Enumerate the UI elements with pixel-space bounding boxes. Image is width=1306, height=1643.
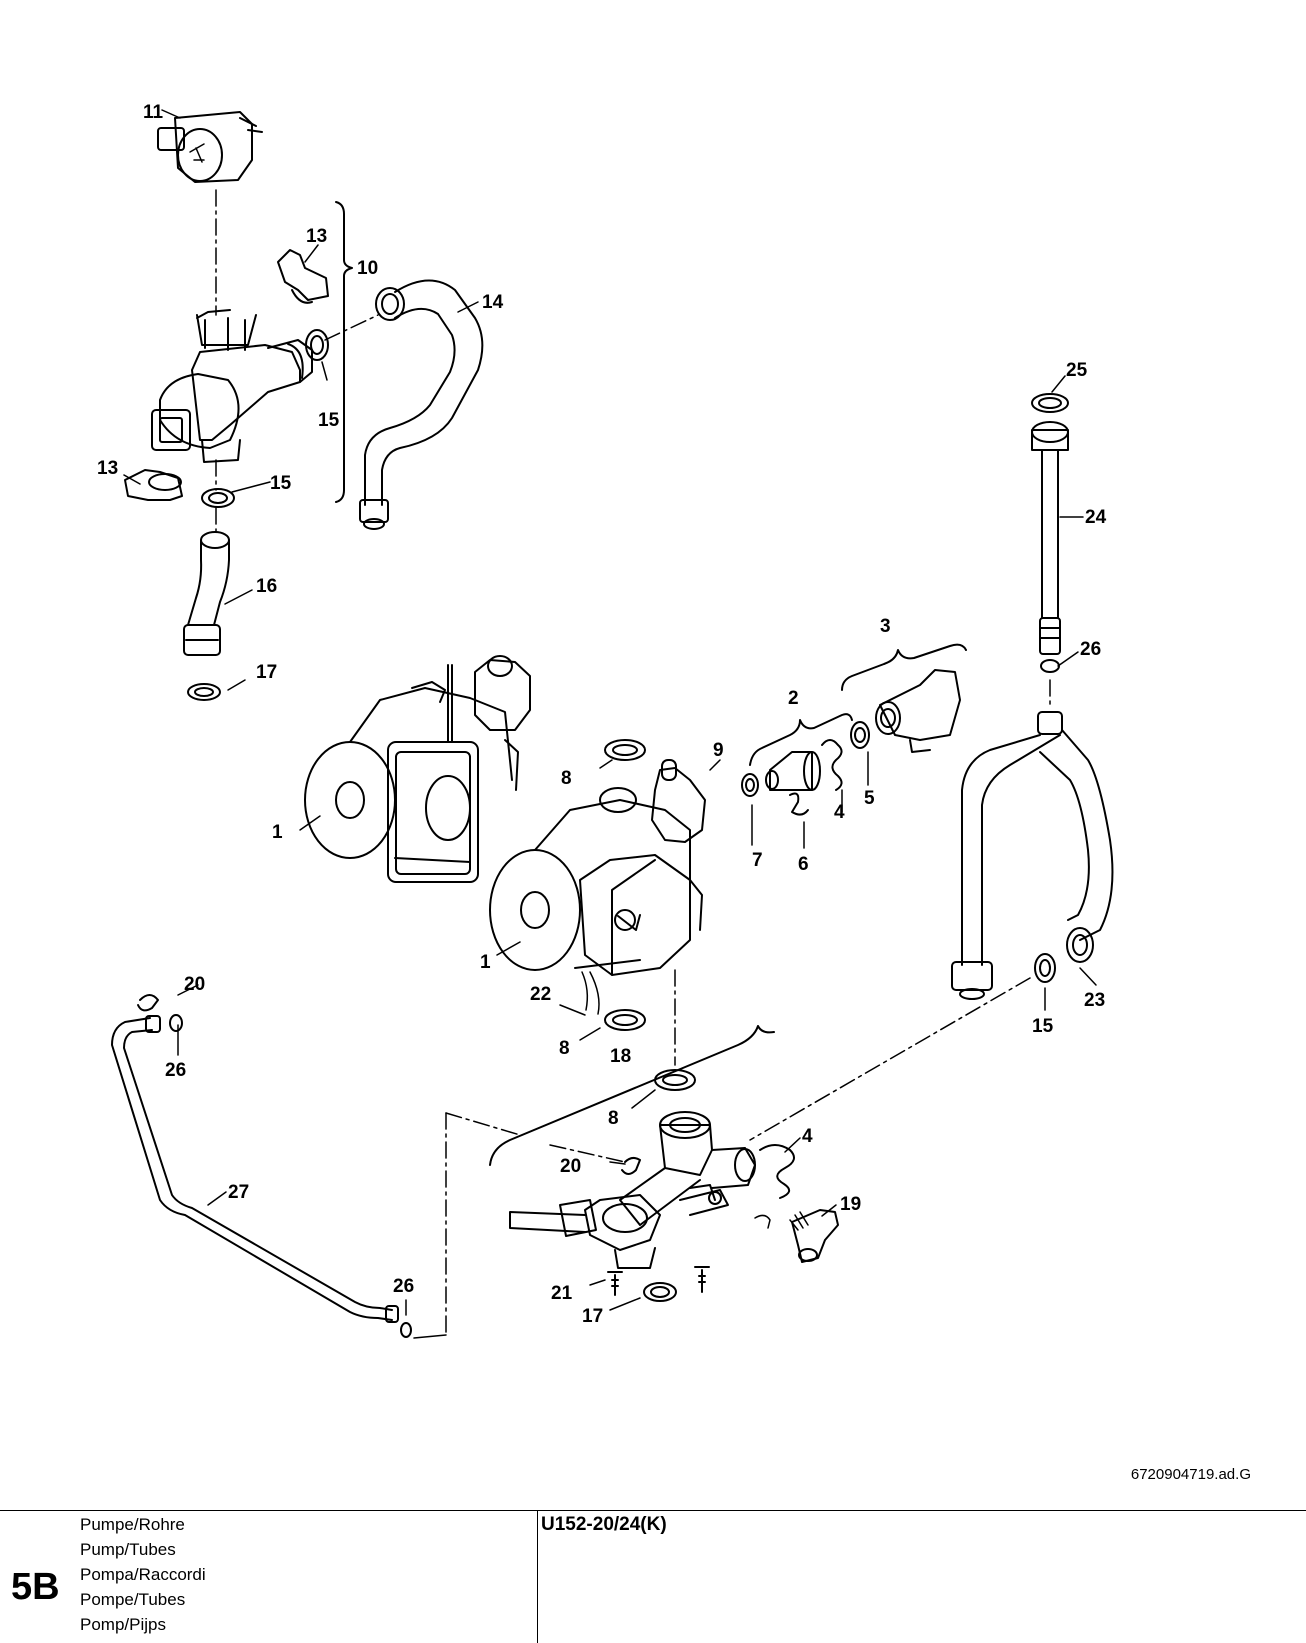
callout-25: 25 [1066, 360, 1088, 381]
part-2-valve-insert [765, 751, 821, 791]
part-26-seal-left [169, 1014, 183, 1032]
callout-11: 11 [143, 102, 164, 123]
callout-4-lower: 4 [802, 1126, 813, 1147]
part-15-seal-middle [201, 488, 235, 508]
part-3-elbow [875, 669, 961, 753]
part-1-pump-rear [304, 655, 531, 883]
callout-8-middle: 8 [559, 1038, 570, 1059]
callout-15-middle: 15 [270, 473, 292, 494]
callout-4-upper: 4 [834, 802, 845, 823]
part-19-elbow [789, 1209, 839, 1263]
callout-19: 19 [840, 1194, 861, 1215]
callout-2: 2 [788, 688, 799, 709]
bracket-2 [749, 713, 853, 766]
title-en: Pump/Tubes [80, 1540, 176, 1559]
callout-13-upper: 13 [306, 226, 327, 247]
part-24-tube [1031, 421, 1069, 655]
part-27-tube [111, 1015, 399, 1323]
title-fr: Pompe/Tubes [80, 1590, 186, 1609]
callout-8-upper: 8 [561, 768, 572, 789]
part-6-clip [789, 792, 809, 816]
part-7-seal [741, 773, 759, 797]
callout-3: 3 [880, 616, 891, 637]
part-1-pump-front [489, 759, 706, 1015]
callout-26-left: 26 [165, 1060, 186, 1081]
section-code: 5B [11, 1566, 60, 1608]
model-name: U152-20/24(K) [541, 1514, 667, 1535]
callout-18: 18 [610, 1046, 631, 1067]
callout-labels: 11 13 10 14 15 13 15 16 17 25 24 26 3 2 … [97, 102, 1107, 1327]
callout-26-bottom: 26 [393, 1276, 414, 1297]
callout-17-upper: 17 [256, 662, 277, 683]
drawing-number: 6720904719.ad.G [1130, 1466, 1251, 1483]
part-15-seal-right [1034, 953, 1056, 983]
part-4-clip-lower [759, 1144, 795, 1199]
callout-10: 10 [357, 258, 378, 279]
callout-27: 27 [228, 1182, 249, 1203]
callout-22: 22 [530, 984, 551, 1005]
part-8-seal-upper [604, 739, 646, 761]
callout-20-upper: 20 [184, 974, 205, 995]
title-it: Pompa/Raccordi [80, 1565, 206, 1584]
title-list: Pumpe/Rohre Pump/Tubes Pompa/Raccordi Po… [80, 1512, 206, 1637]
callout-21: 21 [551, 1283, 573, 1304]
bracket-3 [841, 643, 967, 691]
part-8-seal-middle [604, 1009, 646, 1031]
part-26-seal-bottom [400, 1322, 412, 1338]
callout-1-rear: 1 [272, 822, 283, 843]
callout-6: 6 [798, 854, 809, 875]
footer-rule [0, 1510, 1306, 1511]
part-20-clip-lower [621, 1156, 641, 1175]
callout-17-lower: 17 [582, 1306, 603, 1327]
callout-20-lower: 20 [560, 1156, 581, 1177]
callout-8-lower: 8 [608, 1108, 619, 1129]
callout-24: 24 [1085, 507, 1107, 528]
callout-16: 16 [256, 576, 277, 597]
callout-23: 23 [1084, 990, 1105, 1011]
part-25-seal [1031, 393, 1069, 413]
callout-9: 9 [713, 740, 724, 761]
part-20-clip-upper [137, 994, 159, 1012]
part-8-seal-lower [654, 1069, 696, 1091]
callout-26-right: 26 [1080, 639, 1101, 660]
callout-14: 14 [482, 292, 504, 313]
leader-lines [123, 109, 1097, 1316]
part-17-seal-upper [187, 683, 221, 701]
title-nl: Pomp/Pijps [80, 1615, 166, 1634]
callout-1-front: 1 [480, 952, 491, 973]
bracket-10 [335, 201, 353, 503]
callout-15-upper: 15 [318, 410, 340, 431]
footer-divider [537, 1510, 538, 1643]
exploded-parts-diagram: 11 13 10 14 15 13 15 16 17 25 24 26 3 2 … [97, 102, 1114, 1339]
callout-15-right: 15 [1032, 1016, 1054, 1037]
part-15-seal-upper [305, 329, 329, 361]
part-5-seal [850, 721, 870, 749]
title-de: Pumpe/Rohre [80, 1515, 185, 1534]
part-26-seal-right [1040, 659, 1060, 673]
part-21-screws [607, 1266, 710, 1296]
part-14-pipe [359, 279, 484, 530]
callout-5: 5 [864, 788, 875, 809]
part-13-upper-clip [277, 249, 329, 304]
callout-7: 7 [752, 850, 763, 871]
part-17-seal-lower [643, 1282, 677, 1302]
callout-13-lower: 13 [97, 458, 118, 479]
part-10-valve-assembly [151, 309, 313, 463]
part-4-clip-upper [821, 739, 843, 791]
part-18-valve-block [509, 1111, 756, 1269]
part-13-lower-clip [124, 469, 183, 501]
part-16-tube [183, 531, 230, 656]
part-23-pipe [951, 711, 1114, 1000]
part-11-sensor [157, 111, 263, 183]
bracket-18 [489, 1025, 775, 1166]
